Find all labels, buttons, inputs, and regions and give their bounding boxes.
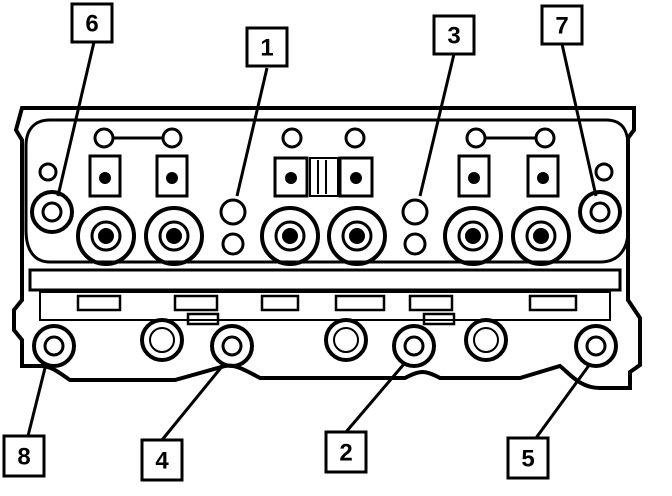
callout-label: 2 (339, 440, 352, 467)
callout-6: 6 (70, 2, 114, 44)
callout-label: 1 (260, 35, 273, 62)
callout-5: 5 (506, 436, 550, 480)
callout-1: 1 (245, 26, 289, 68)
callout-4: 4 (140, 438, 184, 482)
valve-bosses (76, 206, 571, 266)
head-bolts-upper (30, 190, 622, 256)
callout-label: 5 (521, 446, 534, 473)
callout-label: 7 (555, 13, 568, 40)
callout-label: 4 (155, 448, 169, 475)
pushrod-holes (38, 127, 614, 182)
callout-label: 8 (17, 444, 30, 471)
rocker-pedestals (88, 154, 560, 198)
exhaust-studs (140, 318, 508, 362)
callout-7: 7 (540, 4, 584, 46)
callout-3: 3 (432, 14, 476, 56)
head-bolts-lower (32, 324, 618, 368)
leader-lines (26, 41, 598, 441)
callout-label: 6 (85, 11, 98, 38)
callout-2: 2 (324, 430, 368, 474)
callout-8: 8 (2, 434, 46, 478)
callout-label: 3 (447, 23, 460, 50)
